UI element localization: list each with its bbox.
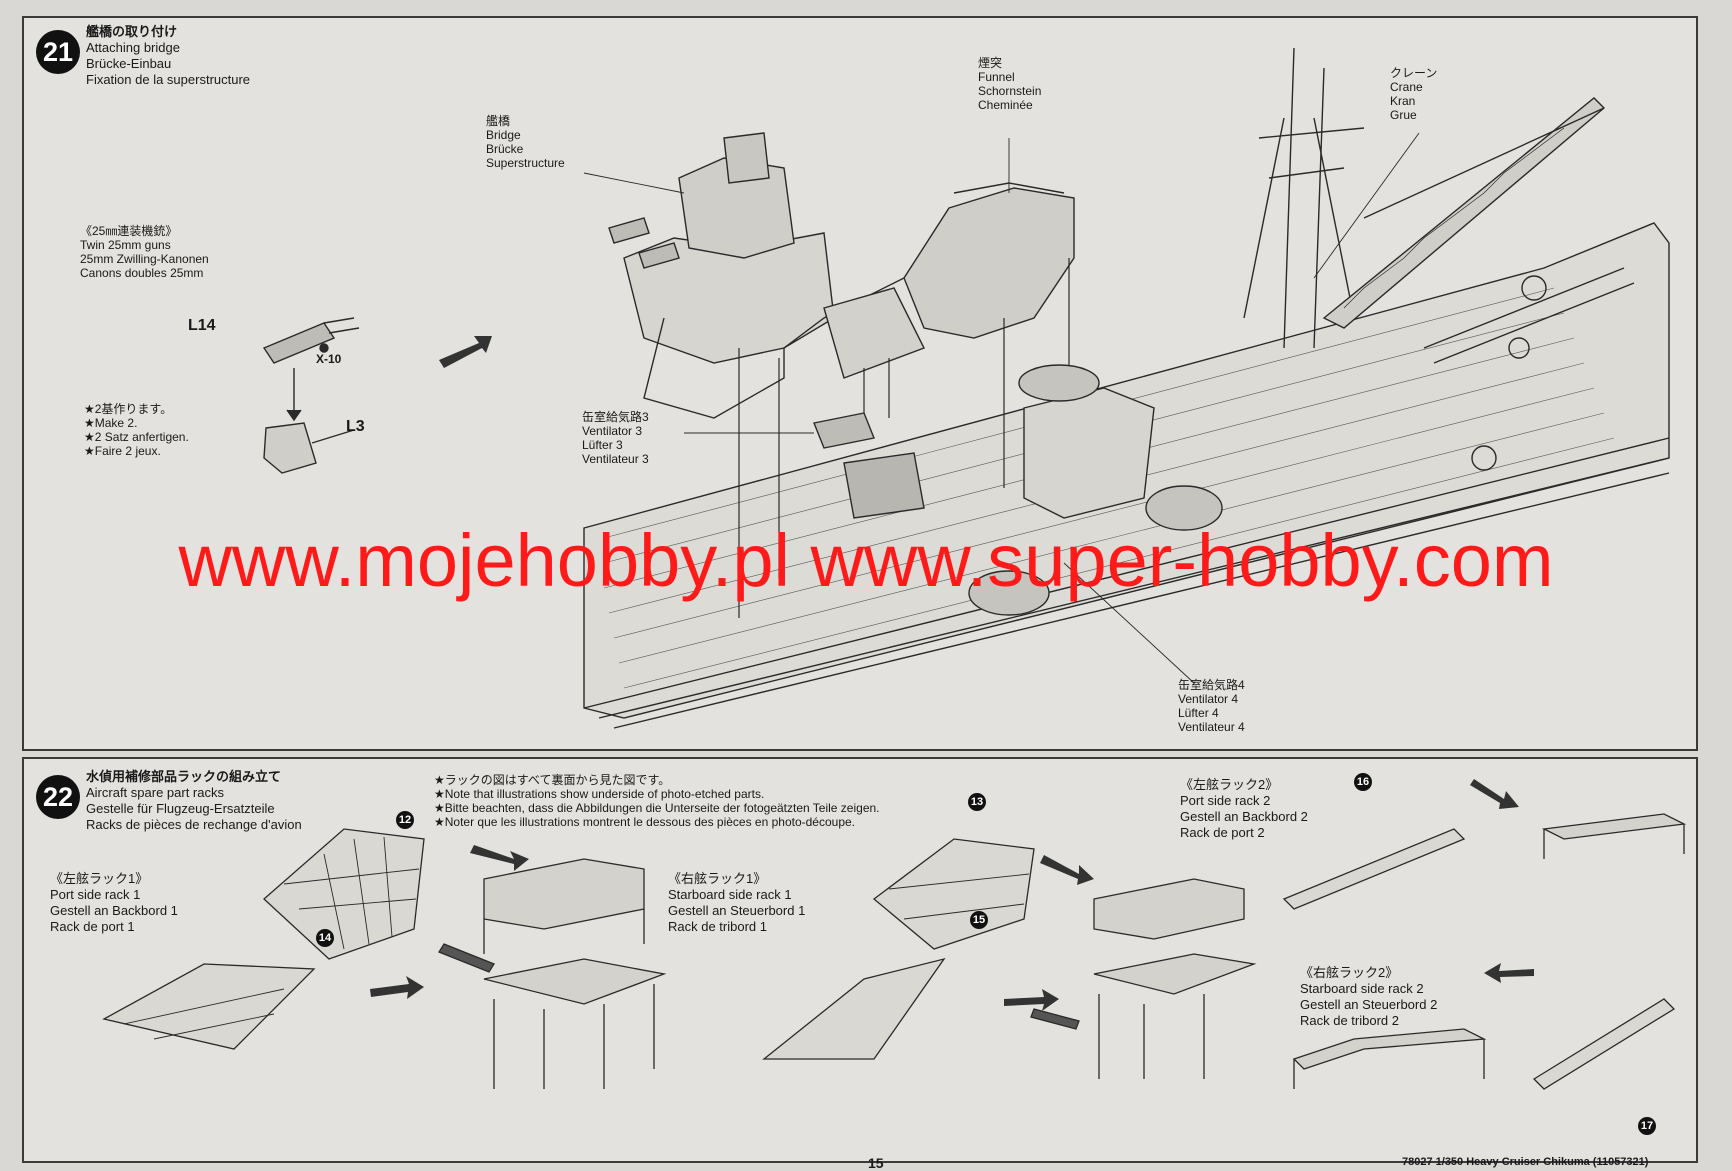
title-jp: 艦橋の取り付け xyxy=(86,24,178,39)
starboard1-fr: Rack de tribord 1 xyxy=(668,919,767,934)
port2-de: Gestell an Backbord 2 xyxy=(1180,809,1308,824)
page-number: 15 xyxy=(868,1155,884,1171)
step-21-title: 艦橋の取り付け Attaching bridge Brücke-Einbau F… xyxy=(86,24,250,88)
funnel-de: Schornstein xyxy=(978,84,1042,98)
funnel-jp: 煙突 xyxy=(978,56,1003,70)
title22-en: Aircraft spare part racks xyxy=(86,785,224,800)
starboard1-jp: 《右舷ラック1》 xyxy=(668,871,767,886)
twin-guns-de: 25mm Zwilling-Kanonen xyxy=(80,252,209,266)
funnel-label: 煙突 Funnel Schornstein Cheminée xyxy=(978,56,1041,112)
starboard1-en: Starboard side rack 1 xyxy=(668,887,792,902)
port2-jp: 《左舷ラック2》 xyxy=(1180,777,1279,792)
title22-de: Gestelle für Flugzeug-Ersatzteile xyxy=(86,801,275,816)
ventilator-3-label: 缶室給気路3 Ventilator 3 Lüfter 3 Ventilateur… xyxy=(582,410,649,466)
crane-label: クレーン Crane Kran Grue xyxy=(1390,66,1437,122)
vent3-en: Ventilator 3 xyxy=(582,424,643,438)
crane-jp: クレーン xyxy=(1390,66,1438,80)
twin-guns-fr: Canons doubles 25mm xyxy=(80,266,204,280)
starboard2-en: Starboard side rack 2 xyxy=(1300,981,1424,996)
port1-en: Port side rack 1 xyxy=(50,887,141,902)
starboard-rack-1-label: 《右舷ラック1》 Starboard side rack 1 Gestell a… xyxy=(668,871,805,935)
part-14-badge: 14 xyxy=(316,929,334,947)
starboard2-jp: 《右舷ラック2》 xyxy=(1300,965,1399,980)
make-two-note: ★2基作ります。 ★Make 2. ★2 Satz anfertigen. ★F… xyxy=(84,402,189,458)
underside-note: ★ラックの図はすべて裏面から見た図です。 ★Note that illustra… xyxy=(434,773,880,829)
title-en: Attaching bridge xyxy=(86,40,180,55)
twin-guns-jp: 《25㎜連装機銃》 xyxy=(80,224,178,238)
title22-fr: Racks de pièces de rechange d'avion xyxy=(86,817,302,832)
part-x10: X-10 xyxy=(316,352,342,366)
make2-jp: ★2基作ります。 xyxy=(84,402,173,416)
title-de: Brücke-Einbau xyxy=(86,56,172,71)
step-22-illustration xyxy=(102,779,1687,1090)
step-21-illustration xyxy=(262,47,1670,729)
vent3-jp: 缶室給気路3 xyxy=(582,410,649,424)
step-22-panel: 22 水偵用補修部品ラックの組み立て Aircraft spare part r… xyxy=(22,757,1698,1163)
starboard1-de: Gestell an Steuerbord 1 xyxy=(668,903,806,918)
note-fr: ★Noter que les illustrations montrent le… xyxy=(434,815,856,829)
port1-jp: 《左舷ラック1》 xyxy=(50,871,149,886)
part-17-badge: 17 xyxy=(1638,1117,1656,1135)
twin-guns-label: 《25㎜連装機銃》 Twin 25mm guns 25mm Zwilling-K… xyxy=(80,224,209,280)
port1-fr: Rack de port 1 xyxy=(50,919,135,934)
part-12-badge: 12 xyxy=(396,811,414,829)
step-22-number: 22 xyxy=(36,775,80,819)
vent4-fr: Ventilateur 4 xyxy=(1178,720,1245,734)
bridge-de: Brücke xyxy=(486,142,524,156)
watermark-text: www.mojehobby.pl www.super-hobby.com xyxy=(178,519,1554,602)
title-fr: Fixation de la superstructure xyxy=(86,72,251,87)
bridge-fr: Superstructure xyxy=(486,156,565,170)
part-l3: L3 xyxy=(346,418,365,435)
vent3-fr: Ventilateur 3 xyxy=(582,452,649,466)
crane-en: Crane xyxy=(1390,80,1423,94)
step-21-panel: 21 艦橋の取り付け Attaching bridge Brücke-Einba… xyxy=(22,16,1698,751)
part-16-badge: 16 xyxy=(1354,773,1372,791)
ventilator-4-label: 缶室給気路4 Ventilator 4 Lüfter 4 Ventilateur… xyxy=(1178,678,1245,734)
part-l14: L14 xyxy=(188,317,216,334)
vent4-de: Lüfter 4 xyxy=(1178,706,1219,720)
vent4-en: Ventilator 4 xyxy=(1178,692,1239,706)
vent4-jp: 缶室給気路4 xyxy=(1178,678,1245,692)
step-22-title: 水偵用補修部品ラックの組み立て Aircraft spare part rack… xyxy=(86,769,302,833)
twin-guns-en: Twin 25mm guns xyxy=(80,238,171,252)
vent3-de: Lüfter 3 xyxy=(582,438,623,452)
note-jp: ★ラックの図はすべて裏面から見た図です。 xyxy=(434,773,671,787)
funnel-fr: Cheminée xyxy=(978,98,1033,112)
footer-product-code: 78027 1/350 Heavy Cruiser Chikuma (11057… xyxy=(1402,1156,1649,1168)
part-13-badge: 13 xyxy=(968,793,986,811)
crane-de: Kran xyxy=(1390,94,1416,108)
port1-de: Gestell an Backbord 1 xyxy=(50,903,178,918)
part-15-badge: 15 xyxy=(970,911,988,929)
note-en: ★Note that illustrations show underside … xyxy=(434,787,765,801)
port2-en: Port side rack 2 xyxy=(1180,793,1271,808)
port-rack-2-label: 《左舷ラック2》 Port side rack 2 Gestell an Bac… xyxy=(1180,777,1308,841)
title22-jp: 水偵用補修部品ラックの組み立て xyxy=(86,769,282,784)
port-rack-1-label: 《左舷ラック1》 Port side rack 1 Gestell an Bac… xyxy=(50,871,178,935)
bridge-en: Bridge xyxy=(486,128,521,142)
starboard-rack-2-label: 《右舷ラック2》 Starboard side rack 2 Gestell a… xyxy=(1300,965,1437,1029)
starboard2-fr: Rack de tribord 2 xyxy=(1300,1013,1399,1028)
step-21-number: 21 xyxy=(36,30,80,74)
make2-fr: ★Faire 2 jeux. xyxy=(84,444,161,458)
bridge-label: 艦橋 Bridge Brücke Superstructure xyxy=(486,114,565,170)
port2-fr: Rack de port 2 xyxy=(1180,825,1265,840)
note-de: ★Bitte beachten, dass die Abbildungen di… xyxy=(434,801,880,815)
make2-en: ★Make 2. xyxy=(84,416,138,430)
make2-de: ★2 Satz anfertigen. xyxy=(84,430,189,444)
starboard2-de: Gestell an Steuerbord 2 xyxy=(1300,997,1438,1012)
funnel-en: Funnel xyxy=(978,70,1015,84)
bridge-jp: 艦橋 xyxy=(486,114,511,128)
crane-fr: Grue xyxy=(1390,108,1417,122)
